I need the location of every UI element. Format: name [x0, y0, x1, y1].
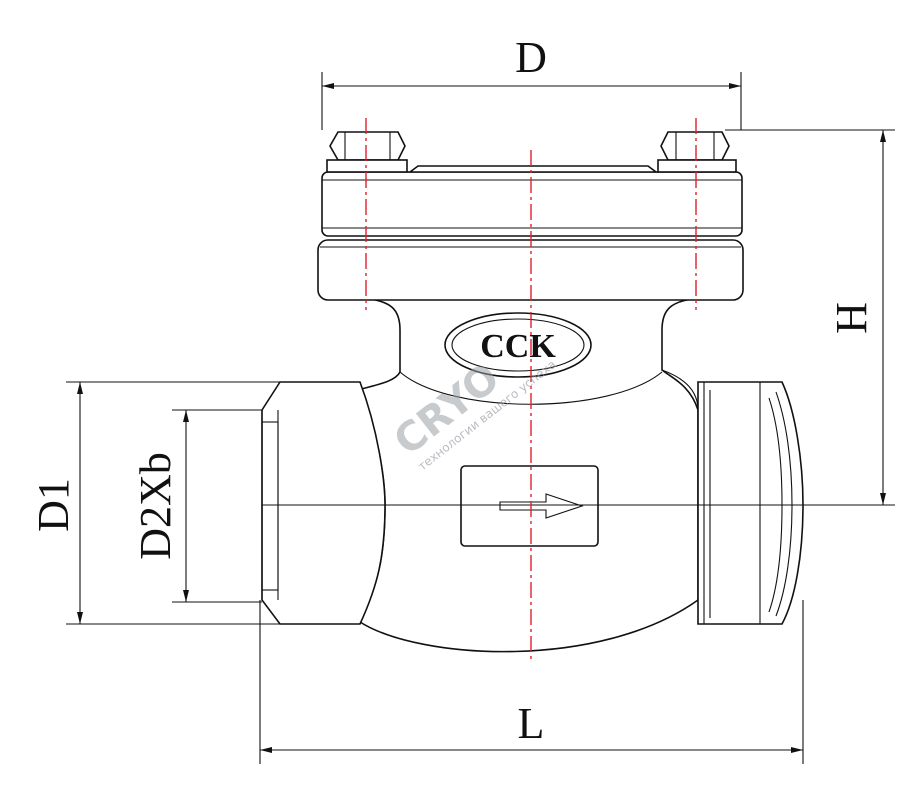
flow-arrow-plate: [460, 465, 599, 547]
left-threaded-end: [261, 381, 386, 625]
bolt-right: [657, 131, 737, 173]
dimension-d2xb: D2Xb: [131, 409, 262, 603]
dimension-d1: D1: [29, 381, 300, 625]
dimension-label-d1: D1: [29, 478, 78, 532]
dimension-label-d2xb: D2Xb: [131, 452, 180, 560]
cck-logo: CCK: [444, 312, 592, 378]
dimension-label-d: D: [515, 33, 547, 82]
right-weld-end: [697, 381, 804, 625]
logo-text: CCK: [480, 328, 556, 365]
dimension-d: D: [321, 33, 742, 130]
center-lines: [365, 118, 697, 662]
bolt-left: [326, 131, 408, 173]
dimension-l: L: [259, 600, 804, 764]
dimension-label-h: H: [827, 302, 876, 334]
dimension-label-l: L: [518, 699, 545, 748]
